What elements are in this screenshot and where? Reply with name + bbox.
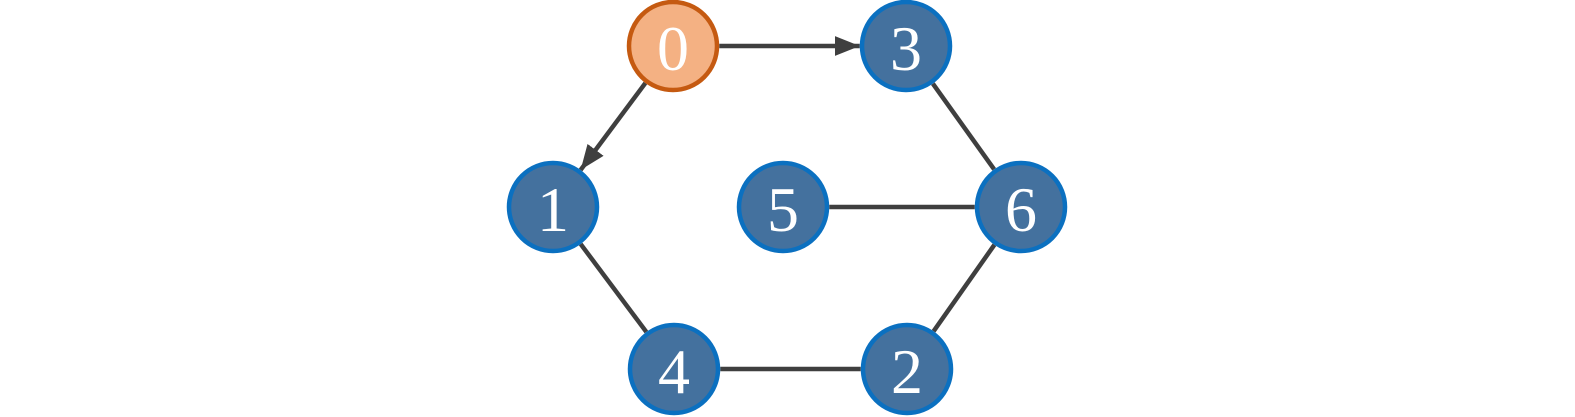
node-circle-1[interactable] bbox=[506, 160, 600, 254]
edge-1-4 bbox=[578, 242, 649, 334]
node-3[interactable]: 3 bbox=[859, 0, 953, 93]
node-5[interactable]: 5 bbox=[736, 160, 830, 254]
node-4[interactable]: 4 bbox=[627, 322, 721, 416]
node-circle-2[interactable] bbox=[860, 322, 954, 416]
node-2[interactable]: 2 bbox=[860, 322, 954, 416]
node-circle-6[interactable] bbox=[974, 160, 1068, 254]
node-6[interactable]: 6 bbox=[974, 160, 1068, 254]
edge-2-6 bbox=[931, 243, 997, 333]
node-circle-0[interactable] bbox=[626, 0, 720, 93]
node-circle-4[interactable] bbox=[627, 322, 721, 416]
node-circle-5[interactable] bbox=[736, 160, 830, 254]
edge-0-1 bbox=[578, 81, 648, 172]
node-0[interactable]: 0 bbox=[626, 0, 720, 93]
node-1[interactable]: 1 bbox=[506, 160, 600, 254]
edges-layer bbox=[578, 36, 997, 372]
edge-3-6 bbox=[931, 82, 996, 171]
node-circle-3[interactable] bbox=[859, 0, 953, 93]
nodes-layer: 0 3 1 5 6 4 2 bbox=[506, 0, 1068, 416]
